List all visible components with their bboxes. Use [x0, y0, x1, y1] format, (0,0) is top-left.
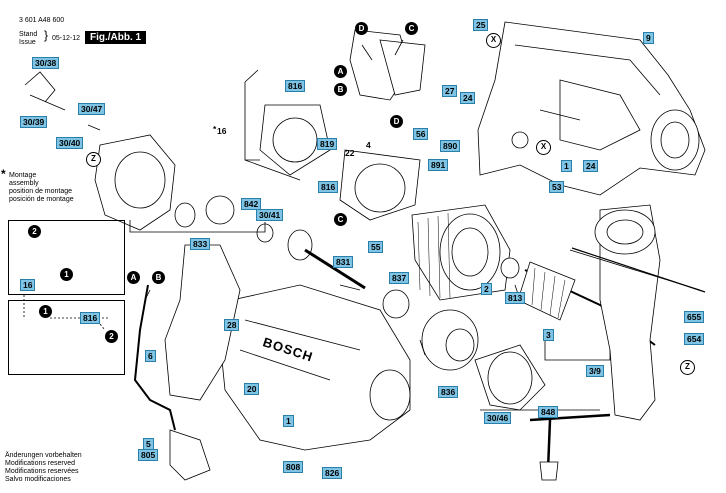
issue-date: 05-12-12 — [52, 35, 81, 42]
field-stator — [411, 204, 511, 301]
marker-D: D — [390, 115, 403, 128]
handle-grip — [164, 244, 241, 401]
note-line: posición de montage — [9, 196, 74, 203]
part-label: 1 — [283, 415, 294, 427]
part-label: 805 — [138, 449, 159, 461]
part-label: 826 — [322, 467, 343, 479]
part-label: 30/38 — [32, 57, 60, 69]
part-label: 2 — [481, 283, 492, 295]
part-label: 30/47 — [78, 103, 106, 115]
part-label: 16 — [20, 279, 36, 291]
depth-rod — [571, 247, 706, 293]
part-label: 53 — [549, 181, 565, 193]
marker-C: C — [405, 22, 418, 35]
part-label: 30/40 — [56, 137, 84, 149]
marker-1: 1 — [60, 268, 73, 281]
part-label: 27 — [442, 85, 458, 97]
motor-housing — [477, 21, 706, 196]
marker-1: 1 — [39, 305, 52, 318]
part-label: 9 — [643, 32, 654, 44]
part-label: 816 — [80, 312, 101, 324]
note-symbol: * — [1, 167, 6, 181]
part-label: 56 — [413, 128, 429, 140]
inset-brush-spring — [8, 300, 125, 375]
part-label: 831 — [333, 256, 354, 268]
marker-X: X — [536, 140, 551, 155]
marker-Z: Z — [86, 152, 101, 167]
marker-B: B — [152, 271, 165, 284]
drive-shaft — [287, 229, 520, 371]
chuck — [474, 344, 546, 411]
part-label: 837 — [389, 272, 410, 284]
marker-B: B — [334, 83, 347, 96]
part-label: 891 — [428, 159, 449, 171]
assembly-note: * Montage assembly position de montage p… — [1, 168, 74, 204]
chuck-key — [529, 413, 611, 481]
part-label: 848 — [538, 406, 559, 418]
part-label: 3/9 — [586, 365, 604, 377]
part-label: 28 — [224, 319, 240, 331]
stand-label: Stand — [19, 31, 38, 38]
part-label: 25 — [473, 19, 489, 31]
part-label: 816 — [285, 80, 306, 92]
star-symbol: * — [213, 124, 217, 134]
part-label: 808 — [283, 461, 304, 473]
part-label: 55 — [368, 241, 384, 253]
part-label: 833 — [190, 238, 211, 250]
part-label: 842 — [241, 198, 262, 210]
part-label-starred: 16 — [217, 126, 227, 136]
part-label: 819 — [317, 138, 338, 150]
part-label: 1 — [561, 160, 572, 172]
footer-line: Änderungen vorbehalten — [5, 452, 82, 459]
figure-tag: Fig./Abb. 1 — [85, 31, 147, 44]
part-label: 3 — [543, 329, 554, 341]
note-line: assembly — [9, 180, 39, 187]
marker-A: A — [334, 65, 347, 78]
footer-note: Änderungen vorbehalten Modifications res… — [5, 452, 82, 484]
brush-holder — [259, 104, 421, 221]
part-label: 22 — [345, 148, 355, 158]
part-label: 836 — [438, 386, 459, 398]
brush-spring — [24, 71, 66, 111]
marker-A: A — [127, 271, 140, 284]
part-label: 813 — [505, 292, 526, 304]
marker-D: D — [355, 22, 368, 35]
part-label: 6 — [145, 350, 156, 362]
switch — [349, 29, 426, 101]
doc-number: 3 601 A48 600 — [19, 17, 65, 24]
main-housing — [219, 284, 411, 451]
marker-Z: Z — [680, 360, 695, 375]
part-label: 890 — [440, 140, 461, 152]
marker-2: 2 — [105, 330, 118, 343]
part-label: 654 — [684, 333, 705, 345]
brace: } — [44, 28, 49, 42]
footer-line: Salvo modificaciones — [5, 476, 71, 483]
part-label: 4 — [366, 140, 371, 150]
power-cable — [133, 284, 211, 481]
part-label: 20 — [244, 383, 260, 395]
marker-2: 2 — [28, 225, 41, 238]
inset-brush-assembly — [8, 220, 125, 295]
issue-label: Issue — [19, 39, 36, 46]
part-label: 816 — [318, 181, 339, 193]
note-line: position de montage — [9, 188, 73, 195]
part-label: 24 — [583, 160, 599, 172]
part-label: 30/46 — [484, 412, 512, 424]
marker-C: C — [334, 213, 347, 226]
marker-X: X — [486, 33, 501, 48]
part-label: 24 — [460, 92, 476, 104]
footer-line: Modifications reservées — [5, 468, 79, 475]
part-label: 30/41 — [256, 209, 284, 221]
side-handle — [569, 204, 701, 421]
end-cover — [94, 134, 274, 243]
note-line: Montage — [9, 172, 37, 179]
part-label: 30/39 — [20, 116, 48, 128]
footer-line: Modifications reserved — [5, 460, 76, 467]
part-label: 655 — [684, 311, 705, 323]
